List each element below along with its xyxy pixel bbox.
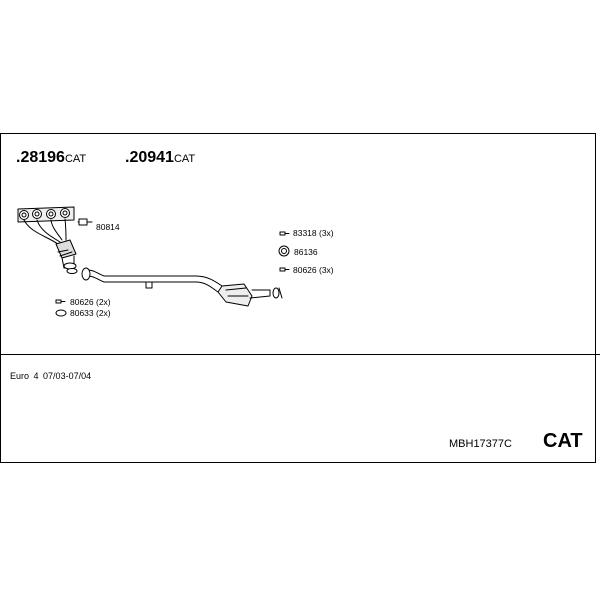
kit-code: MBH17377C (449, 438, 512, 450)
part-heading-front[interactable]: .28196CAT (16, 149, 86, 167)
label-ring: 86136 (294, 247, 318, 257)
label-nut-upper: 80626 (3x) (293, 265, 334, 275)
section-divider (0, 354, 600, 355)
label-gasket-lower: 80633 (2x) (70, 308, 111, 318)
label-bolt-upper: 83318 (3x) (293, 228, 334, 238)
label-gasket: 80814 (96, 222, 120, 232)
drawing-frame (0, 133, 596, 463)
part-suffix-front: CAT (64, 153, 87, 165)
part-number-front: .28196 (16, 149, 65, 166)
emission-info: Euro 4 07/03-07/04 (10, 371, 91, 381)
kit-tag: CAT (543, 430, 583, 452)
production-period: 07/03-07/04 (43, 371, 92, 381)
part-number-rear: .20941 (125, 149, 174, 166)
part-heading-rear[interactable]: .20941CAT (125, 149, 195, 167)
part-suffix-rear: CAT (173, 153, 196, 165)
emission-standard: Euro 4 (10, 371, 39, 381)
label-nut-lower: 80626 (2x) (70, 297, 111, 307)
